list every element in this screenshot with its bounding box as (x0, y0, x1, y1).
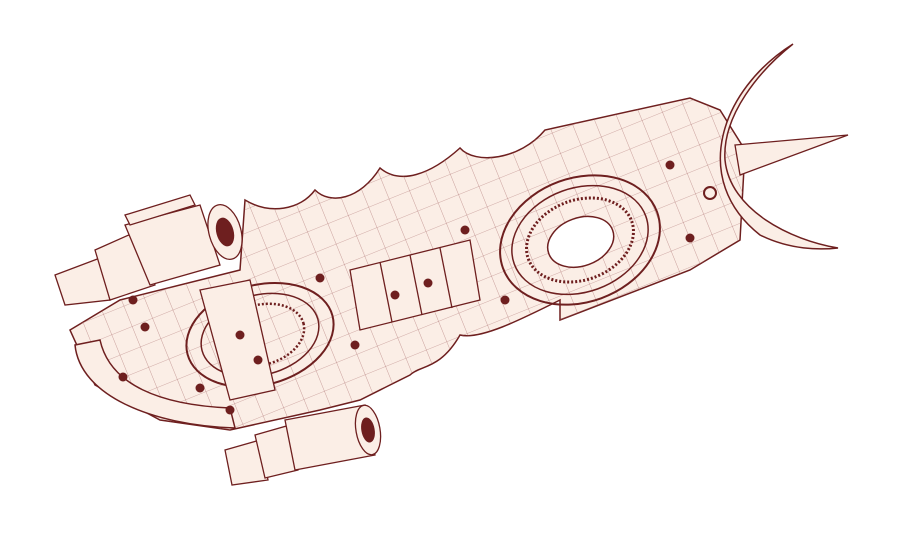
rear-guard (74, 339, 236, 429)
bolt-icon (235, 330, 245, 340)
bolts (118, 160, 695, 415)
bolt-icon (128, 295, 138, 305)
bolt-icon (423, 278, 433, 288)
hook-bolt (703, 186, 717, 200)
bolt-icon (665, 160, 675, 170)
bolt-icon (460, 225, 470, 235)
large-disc (499, 174, 661, 306)
upper-thruster (54, 194, 243, 306)
bolt-icon (315, 273, 325, 283)
handle (199, 239, 481, 401)
bolt-icon (500, 295, 510, 305)
crescent-hook (719, 43, 839, 250)
lower-thruster (224, 404, 382, 486)
bolt-icon (225, 405, 235, 415)
bolt-icon (685, 233, 695, 243)
bolt-icon (390, 290, 400, 300)
bolt-icon (118, 372, 128, 382)
bolt-icon (140, 322, 150, 332)
bolt-icon (253, 355, 263, 365)
bolt-icon (195, 383, 205, 393)
bolt-icon (350, 340, 360, 350)
spike-tip (734, 134, 849, 176)
